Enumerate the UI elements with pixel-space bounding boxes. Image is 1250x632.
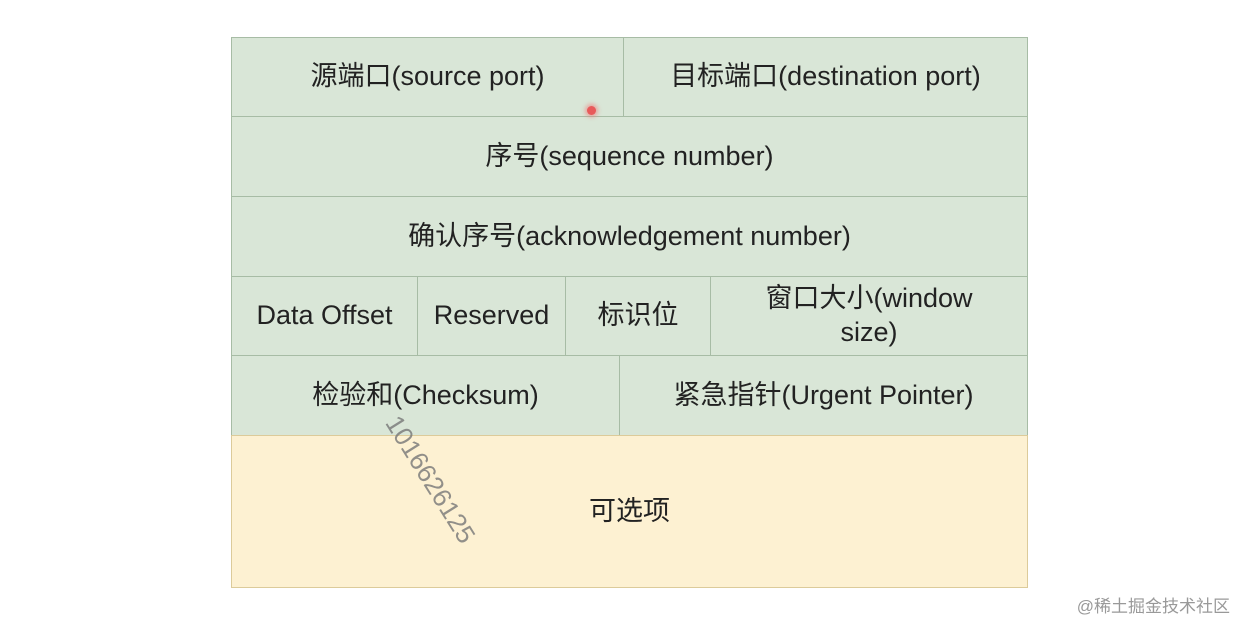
source-port-field: 源端口(source port) <box>231 37 624 117</box>
options-field: 可选项 <box>231 435 1028 588</box>
checksum-field: 检验和(Checksum) <box>231 355 620 436</box>
window-size-field: 窗口大小(window size) <box>710 276 1028 356</box>
urgent-pointer-field: 紧急指针(Urgent Pointer) <box>619 355 1028 436</box>
data-offset-field: Data Offset <box>231 276 418 356</box>
brand-watermark: @稀土掘金技术社区 <box>1076 597 1230 616</box>
ack-number-field: 确认序号(acknowledgement number) <box>231 196 1028 277</box>
cursor-indicator <box>587 106 596 115</box>
reserved-field: Reserved <box>417 276 566 356</box>
destination-port-field: 目标端口(destination port) <box>623 37 1028 117</box>
flags-field: 标识位 <box>565 276 711 356</box>
sequence-number-field: 序号(sequence number) <box>231 116 1028 197</box>
